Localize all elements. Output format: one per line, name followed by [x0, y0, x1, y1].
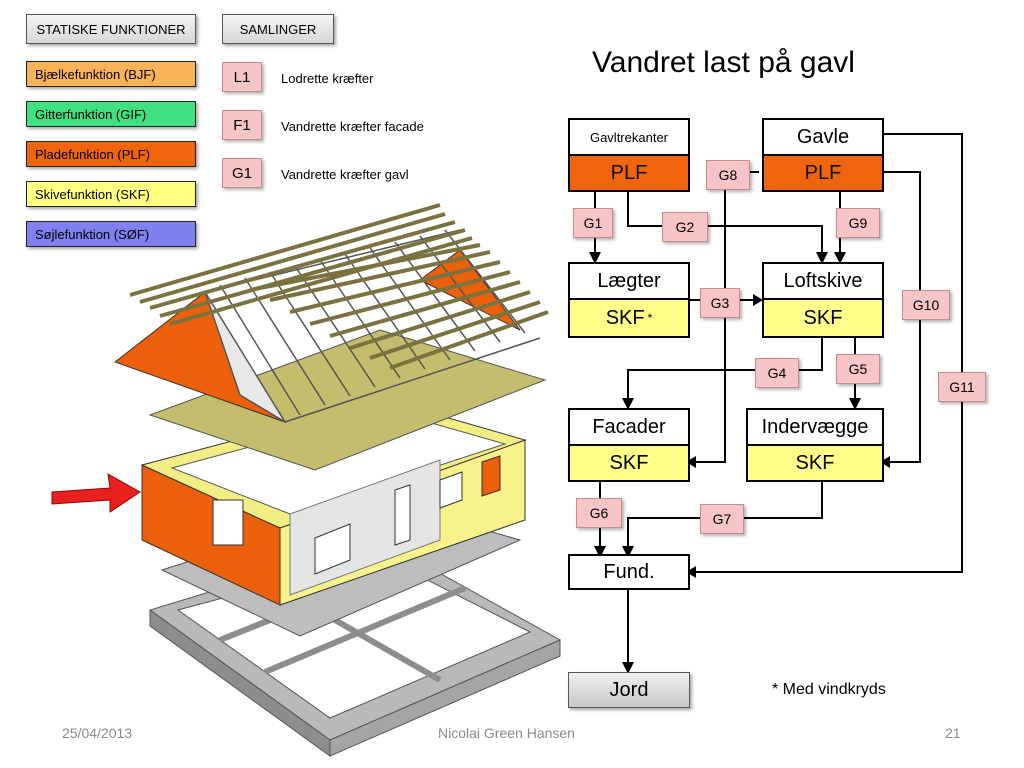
code-g1: G1: [222, 158, 262, 188]
legend-gif: Gitterfunktion (GIF): [26, 101, 196, 127]
connection-g3: G3: [700, 288, 740, 318]
code-f1: F1: [222, 110, 262, 140]
node-laegter-skf: SKF*: [568, 298, 690, 338]
node-loftskive-top: Loftskive: [762, 262, 884, 300]
diagram-arrowheads: [589, 252, 890, 674]
connection-g9: G9: [836, 208, 880, 238]
vindkryds-note: * Med vindkryds: [772, 681, 886, 698]
legend-bjf: Bjælkefunktion (BJF): [26, 61, 196, 87]
node-facader-skf: SKF: [568, 444, 690, 482]
footer-author: Nicolai Green Hansen: [438, 725, 575, 741]
footer-page: 21: [945, 725, 961, 741]
node-jord: Jord: [568, 672, 690, 708]
code-l1: L1: [222, 62, 262, 92]
footer-date: 25/04/2013: [62, 725, 133, 741]
node-facader-top: Facader: [568, 408, 690, 446]
vindkryds-mark: *: [647, 311, 653, 325]
node-laegter-skf-label: SKF: [605, 306, 645, 329]
node-gavle-plf: PLF: [762, 154, 884, 192]
connection-g6: G6: [576, 498, 622, 528]
walls: [140, 399, 527, 606]
connection-g4: G4: [755, 358, 799, 388]
desc-g1: Vandrette kræfter gavl: [281, 167, 409, 182]
connection-g7: G7: [700, 504, 744, 534]
connection-g11: G11: [938, 372, 986, 402]
connection-g2: G2: [662, 212, 708, 242]
node-gavltrekanter-plf: PLF: [568, 154, 690, 192]
node-loftskive-skf: SKF: [762, 298, 884, 338]
node-laegter-top: Lægter: [568, 262, 690, 300]
statiske-funktioner-header: STATISKE FUNKTIONER: [26, 14, 196, 44]
roof-battens: [129, 203, 549, 370]
legend-plf: Pladefunktion (PLF): [26, 141, 196, 167]
node-fund: Fund.: [568, 554, 690, 590]
connection-g10: G10: [902, 290, 950, 320]
legend-sof: Søjlefunktion (SØF): [26, 221, 196, 247]
desc-l1: Lodrette kræfter: [281, 71, 374, 86]
connection-g1: G1: [573, 208, 613, 238]
connection-g5: G5: [836, 354, 880, 384]
ceiling-plate: [148, 329, 547, 471]
legend-skf: Skivefunktion (SKF): [26, 181, 196, 207]
samlinger-header: SAMLINGER: [222, 14, 334, 44]
page-title: Vandret last på gavl: [592, 46, 855, 79]
wind-arrow-icon: [51, 473, 141, 513]
node-gavle-top: Gavle: [762, 118, 884, 156]
connection-g8: G8: [706, 160, 750, 190]
node-indervaegge-top: Indervægge: [746, 408, 884, 446]
node-indervaegge-skf: SKF: [746, 444, 884, 482]
desc-f1: Vandrette kræfter facade: [281, 119, 424, 134]
node-gavltrekanter-top: Gavltrekanter: [568, 118, 690, 156]
